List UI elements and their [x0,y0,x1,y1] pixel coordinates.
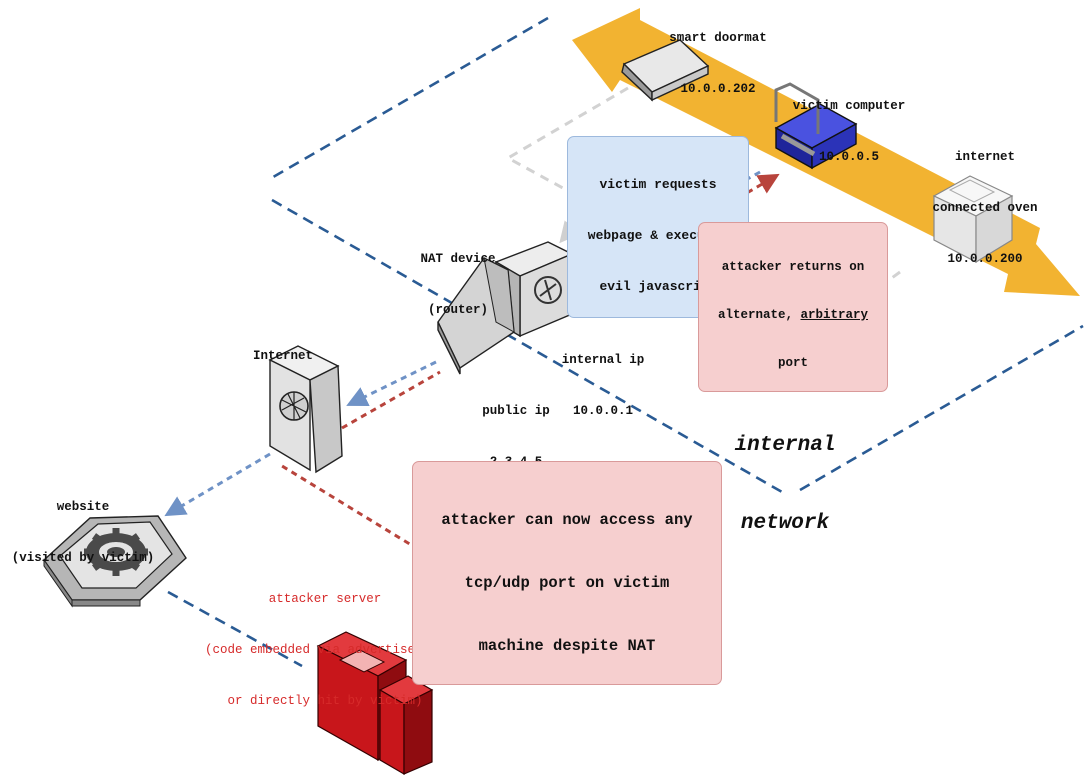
internal-network-line1: internal [734,434,836,457]
oven-name-line1: internet [954,150,1015,164]
computer-icon [774,82,858,170]
attacker-returns-line2-underlined: arbitrary [800,308,869,322]
attacker-returns-line2-prefix: alternate, [717,308,801,322]
attacker-access-line2: tcp/udp port on victim [464,574,670,592]
attacker-returns-callout: attacker returns on alternate, arbitrary… [698,222,888,392]
victim-requests-line3: evil javascript [599,279,717,294]
victim-computer-name: victim computer [792,99,906,113]
victim-requests-callout: victim requests webpage & executes evil … [567,136,749,318]
public-ip-caption: public ip [482,404,550,418]
website-gear-icon [43,515,187,608]
attacker-access-line3: machine despite NAT [478,637,656,655]
doormat-ip: 10.0.0.202 [680,82,756,96]
internal-ip-label: internal ip 10.0.0.1 [548,318,658,437]
website-label: website (visited by victim) [0,465,166,584]
doormat-name: smart doormat [669,31,767,45]
internal-ip-caption: internal ip [561,353,645,367]
internet-label: Internet [238,314,328,382]
internal-ip-value: 10.0.0.1 [572,404,633,418]
oven-icon [932,175,1014,264]
attacker-server-icon [316,631,434,776]
internet-links [167,590,303,668]
website-subname: (visited by victim) [11,551,155,565]
oven-ip: 10.0.0.200 [947,252,1023,266]
attacker-server-note2: or directly hit by victim) [227,694,423,708]
nat-subname: (router) [427,303,488,317]
internal-network-boundary [267,16,1084,494]
doormat-label: smart doormat 10.0.0.202 [658,0,778,115]
attacker-access-callout: attacker can now access any tcp/udp port… [412,461,722,685]
internet-name: Internet [252,349,313,363]
attacker-server-name: attacker server [268,592,382,606]
attacker-returns-line1: attacker returns on [721,260,865,274]
internet-server-icon [268,345,343,474]
internal-network-label: internal network [710,381,860,563]
internal-network-line2: network [740,512,830,535]
attacker-returns-line2: alternate, arbitrary [705,307,881,323]
victim-computer-ip: 10.0.0.5 [818,150,879,164]
attacker-returns-line3: port [777,356,808,370]
doormat-icon [621,39,710,102]
oven-label: internet connected oven 10.0.0.200 [924,115,1046,285]
router-icon [437,241,574,375]
victim-requests-line1: victim requests [599,177,717,192]
victim-computer-label: victim computer 10.0.0.5 [776,64,922,183]
nat-name: NAT device [420,252,496,266]
website-name: website [56,500,110,514]
nat-label: NAT device (router) [402,217,514,336]
oven-name-line2: connected oven [932,201,1038,215]
attacker-access-line1: attacker can now access any [441,511,693,529]
